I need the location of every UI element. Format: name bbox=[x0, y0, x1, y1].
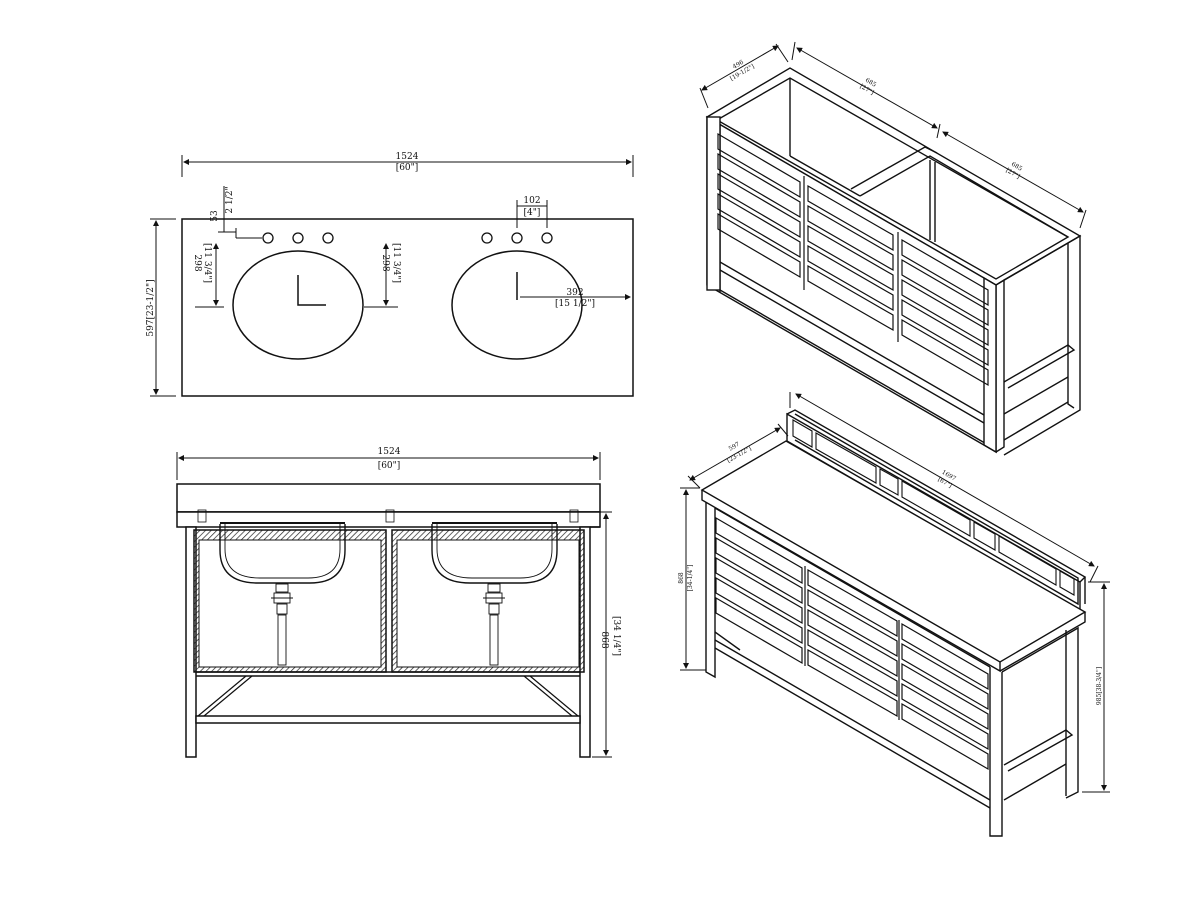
iso-vanity-height-mm: 868 bbox=[678, 572, 685, 584]
front-height-in: [34 1/4"] bbox=[611, 616, 621, 656]
backsplash-in: 2 1/2" bbox=[225, 186, 235, 213]
right-offset-in: [11 3/4"] bbox=[391, 243, 401, 283]
iso-top-depth-mm: 496 bbox=[732, 59, 746, 71]
overall-depth-dimension bbox=[150, 218, 176, 397]
left-bowl-section bbox=[219, 524, 346, 584]
drain-center-marks bbox=[297, 272, 518, 306]
iso-cabinet-view bbox=[699, 41, 1087, 456]
top-view bbox=[150, 155, 634, 397]
right-offset-mm: 298 bbox=[380, 254, 390, 271]
backsplash-mm: 53 bbox=[210, 210, 220, 222]
front-height-mm: 868 bbox=[599, 631, 609, 648]
iso-vanity-dimensions bbox=[680, 392, 1110, 793]
front-view bbox=[176, 452, 612, 758]
left-sink-bowl bbox=[232, 250, 364, 360]
top-width-mm: 1524 bbox=[396, 152, 419, 162]
faucet-spread-dimension bbox=[516, 200, 548, 228]
faucet-holes bbox=[262, 232, 553, 244]
left-offset-mm: 298 bbox=[192, 254, 202, 271]
front-height-dimension bbox=[592, 511, 612, 758]
top-depth-label: 597[23-1/2"] bbox=[146, 279, 156, 336]
center-mm: 392 bbox=[566, 288, 583, 298]
front-width-in: [60"] bbox=[378, 461, 401, 471]
iso-vanity-view bbox=[680, 392, 1110, 837]
iso-vanity-total-height: 985[38-3/4"] bbox=[1096, 667, 1103, 705]
left-offset-dimension bbox=[195, 228, 398, 308]
center-in: [15 1/2"] bbox=[555, 299, 595, 309]
left-drain bbox=[271, 583, 293, 666]
left-offset-in: [11 3/4"] bbox=[202, 243, 212, 283]
front-width-mm: 1524 bbox=[378, 447, 401, 457]
countertop-outline bbox=[181, 218, 634, 397]
front-width-dimension bbox=[176, 452, 601, 480]
backsplash-dimension bbox=[218, 186, 236, 233]
iso-vanity-drawers bbox=[715, 516, 989, 771]
lower-shelf bbox=[195, 715, 581, 724]
right-sink-bowl bbox=[451, 250, 583, 360]
right-drain bbox=[483, 583, 505, 666]
iso-cabinet-drawers bbox=[717, 132, 989, 387]
iso-vanity-height-in: [34-1/4"] bbox=[687, 565, 694, 592]
right-bowl-section bbox=[431, 524, 558, 584]
countertop-slab bbox=[176, 483, 601, 513]
iso-top-dimensions bbox=[699, 41, 1087, 229]
iso-vanity-depth-mm: 597 bbox=[728, 441, 742, 453]
iso-top-bay1-mm: 685 bbox=[864, 77, 878, 89]
overall-width-dimension bbox=[181, 155, 634, 177]
faucet-spread-mm: 102 bbox=[523, 196, 540, 206]
iso-top-bay2-mm: 685 bbox=[1010, 161, 1024, 173]
faucet-spread-in: [4"] bbox=[524, 208, 541, 218]
top-width-in: [60"] bbox=[396, 163, 419, 173]
